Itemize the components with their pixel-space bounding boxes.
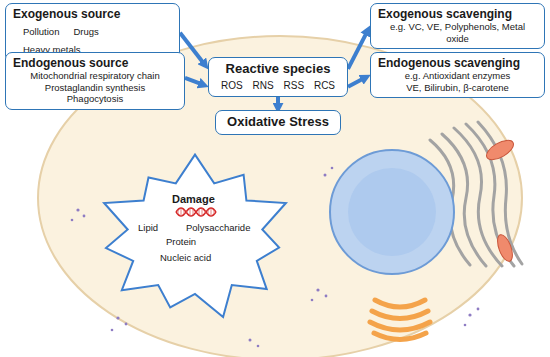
starburst-shape <box>104 155 286 318</box>
dna-strand <box>176 208 216 216</box>
box-title: Endogenous scavenging <box>378 56 537 70</box>
flow-arrow <box>348 34 366 69</box>
mitochondrion <box>484 136 517 163</box>
dna-rung <box>199 209 200 215</box>
box-body: e.g. Antioxidant enzymesVE, Bilirubin, β… <box>378 70 537 93</box>
species-label: RSS <box>283 80 304 92</box>
box-title: Reactive species <box>216 61 340 77</box>
nucleus <box>330 150 454 274</box>
species-row: ROS RNS RSS RCS <box>216 80 340 92</box>
golgi-cisterna <box>374 333 426 340</box>
box-text: Mitochondrial respiratory chain <box>13 70 177 81</box>
golgi-cisterna <box>370 322 430 330</box>
mitochondrion <box>495 233 516 263</box>
dna-rung <box>178 210 179 215</box>
dna-strand <box>176 208 216 216</box>
box-text: VE, Bilirubin, β-carotene <box>378 82 537 93</box>
vesicle <box>76 208 79 211</box>
er-fold <box>478 122 522 264</box>
vesicle <box>71 219 74 222</box>
box-text: Drugs <box>73 26 98 37</box>
damage-target: Lipid <box>138 222 158 233</box>
vesicle <box>468 313 471 316</box>
flow-arrow <box>185 78 200 84</box>
vesicle <box>111 329 114 332</box>
vesicle <box>331 167 334 170</box>
species-label: ROS <box>221 80 243 92</box>
dna-rung <box>184 210 185 215</box>
box-text: Pollution <box>23 26 59 37</box>
vesicle <box>316 288 319 291</box>
dna-rung <box>211 208 212 216</box>
vesicle <box>464 324 467 327</box>
box-text: Prostaglandin synthesis <box>13 82 177 93</box>
dna-rung <box>190 208 191 216</box>
vesicle <box>311 299 314 302</box>
dna-rung <box>214 210 215 215</box>
vesicle <box>477 308 480 311</box>
box-text: Phagocytosis <box>13 93 177 104</box>
mitochondria <box>484 136 517 263</box>
dna-rung <box>187 211 188 213</box>
box-text: e.g. Antioxidant enzymes <box>378 70 537 81</box>
vesicle <box>83 215 86 218</box>
species-label: RCS <box>314 80 335 92</box>
box-title: Oxidative Stress <box>223 114 333 130</box>
damage-target: Protein <box>166 236 196 247</box>
dna-rung <box>202 208 203 216</box>
reactive-species-box: Reactive speciesROS RNS RSS RCS <box>208 57 348 97</box>
scavenging-box: Endogenous scavenginge.g. Antioxidant en… <box>370 52 545 98</box>
vesicle <box>125 323 128 326</box>
box-text: e.g. VC, VE, Polyphenols, Metal oxide <box>378 21 537 44</box>
source-box: Endogenous sourceMitochondrial respirato… <box>5 52 185 110</box>
dna-rung <box>181 208 182 216</box>
golgi-cisterna <box>372 311 428 319</box>
stress-box: Oxidative Stress <box>215 110 341 135</box>
damage-title: Damage <box>172 193 215 206</box>
dna-rung <box>205 211 206 213</box>
golgi-cisterna <box>375 300 425 307</box>
dna-rung <box>193 209 194 215</box>
vesicle <box>325 295 328 298</box>
dna-helix <box>176 208 216 216</box>
vesicle <box>257 345 260 348</box>
scavenging-box: Exogenous scavenginge.g. VC, VE, Polyphe… <box>370 3 545 49</box>
nucleus-inner <box>348 168 436 256</box>
dna-rung <box>208 210 209 215</box>
box-title: Exogenous source <box>13 7 172 21</box>
damage-target: Nucleic acid <box>160 252 211 263</box>
box-title: Exogenous scavenging <box>378 7 537 21</box>
box-body: e.g. VC, VE, Polyphenols, Metal oxide <box>378 21 537 44</box>
vesicle <box>324 174 327 177</box>
flow-arrow <box>348 79 362 86</box>
vesicle <box>116 316 119 319</box>
box-body: Mitochondrial respiratory chainProstagla… <box>13 70 177 104</box>
box-title: Endogenous source <box>13 56 177 70</box>
species-label: RNS <box>252 80 273 92</box>
damage-starburst: DamageLipidProtein PolysaccharideNucleic … <box>90 150 300 325</box>
flow-arrow <box>276 97 280 104</box>
vesicle <box>249 339 252 342</box>
damage-target: Polysaccharide <box>186 222 250 233</box>
golgi <box>370 300 430 340</box>
